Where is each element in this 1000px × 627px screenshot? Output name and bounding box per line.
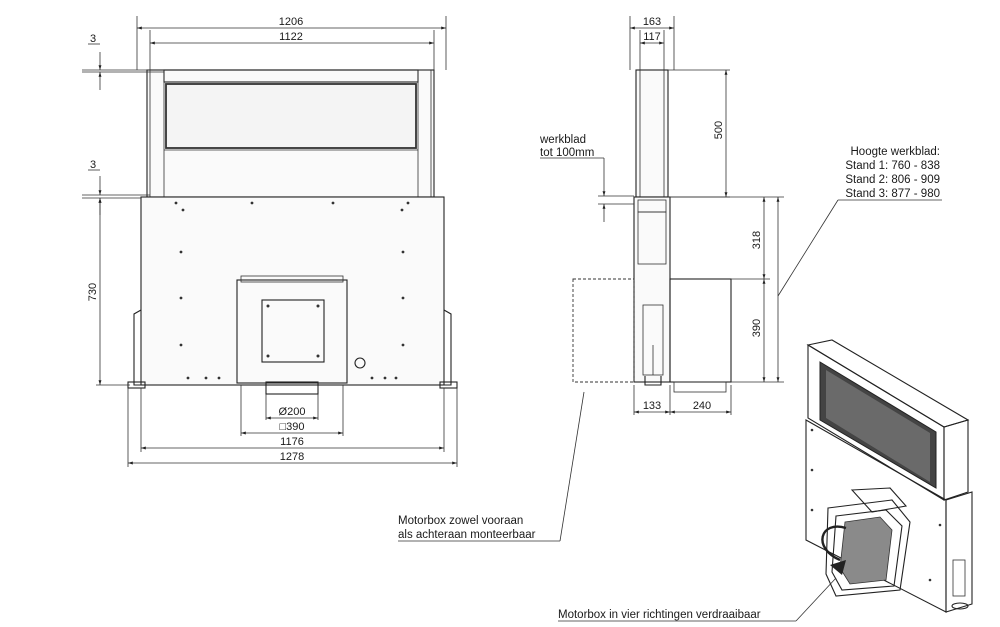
dim-3-top-label: 3 <box>90 33 96 45</box>
dim-318-label: 318 <box>751 231 763 249</box>
dim-d200-label: Ø200 <box>279 406 306 418</box>
stand-2: Stand 2: 806 - 909 <box>845 174 940 186</box>
dim-133-label: 133 <box>643 400 661 412</box>
side-view: 163 117 500 werkblad tot 100mm 318 390 <box>539 16 784 415</box>
side-motorbox-rear <box>572 278 635 383</box>
hoogte-werkblad-note: Hoogte werkblad: Stand 1: 760 - 838 Stan… <box>777 146 942 297</box>
dim-3-mid-label: 3 <box>90 159 96 171</box>
dim-240-label: 240 <box>693 400 711 412</box>
dim-390-label: 390 <box>751 319 763 337</box>
dim-117-label: 117 <box>643 31 661 43</box>
motorbox-note-line1: Motorbox zowel vooraan <box>398 515 523 527</box>
dim-sq390-label: □390 <box>280 421 305 433</box>
dim-1206-label: 1206 <box>279 16 303 28</box>
dim-163-label: 163 <box>643 16 661 28</box>
front-motorbox <box>236 279 348 384</box>
dim-1176-label: 1176 <box>280 436 304 448</box>
motorbox-note-line2: als achteraan monteerbaar <box>398 529 536 541</box>
stand-1: Stand 1: 760 - 838 <box>845 160 940 172</box>
front-view: 1206 1122 3 3 730 Ø200 □390 <box>82 16 458 467</box>
side-motorbox-front <box>669 278 732 383</box>
isometric-view <box>805 339 973 613</box>
motorbox-rotate-text: Motorbox in vier richtingen verdraaibaar <box>558 609 761 621</box>
hoogte-title: Hoogte werkblad: <box>851 146 941 158</box>
dim-730-label: 730 <box>87 283 99 301</box>
dim-1122-label: 1122 <box>279 31 303 43</box>
motorbox-mount-note: Motorbox zowel vooraan als achteraan mon… <box>398 391 585 542</box>
werkblad-label-line2: tot 100mm <box>540 147 594 159</box>
motorbox-rotate-note: Motorbox in vier richtingen verdraaibaar <box>558 577 837 622</box>
dim-1278-label: 1278 <box>280 451 304 463</box>
werkblad-label-line1: werkblad <box>539 134 586 146</box>
stand-3: Stand 3: 877 - 980 <box>845 188 940 200</box>
side-glass-column <box>635 69 669 198</box>
dim-500-label: 500 <box>713 121 725 139</box>
front-main-body <box>140 196 445 386</box>
